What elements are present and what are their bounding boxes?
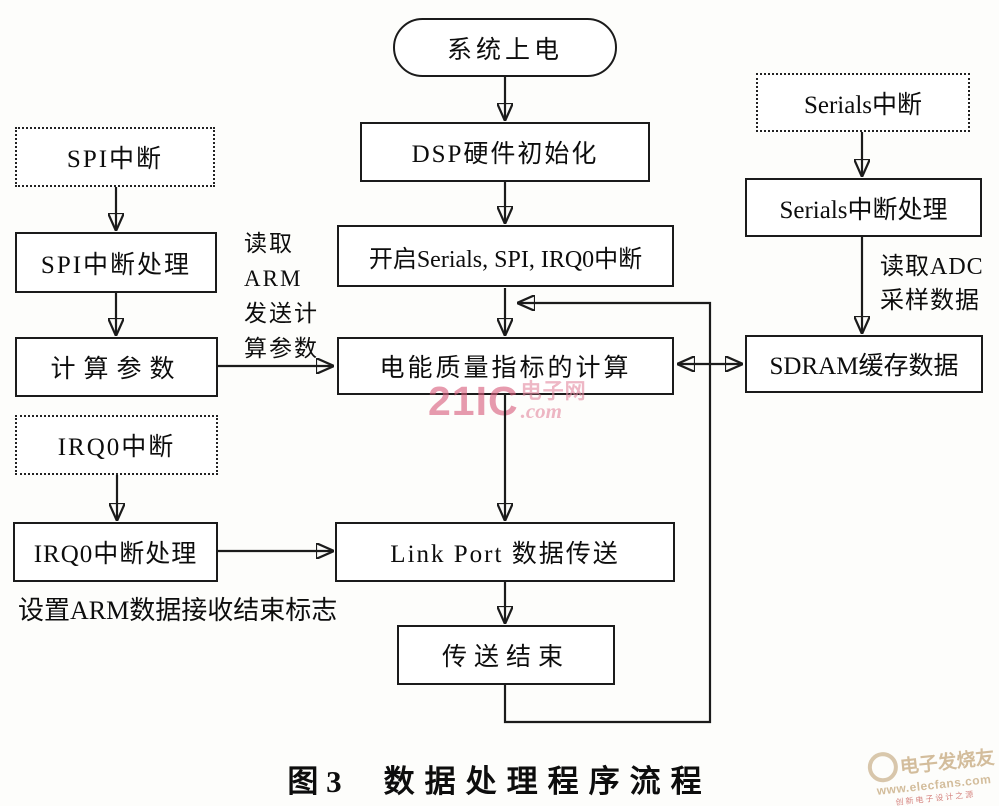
node-dsp-hw-init: DSP硬件初始化 [360, 122, 650, 182]
node-label: SPI中断处理 [40, 251, 192, 279]
node-label: SPI中断 [66, 146, 164, 173]
node-serials-interrupt: Serials中断 [756, 73, 970, 132]
label-read-adc-samples: 读取ADC 采样数据 [880, 250, 984, 318]
label-line: 发送计 [244, 301, 319, 326]
elecfans-ring-icon [866, 750, 900, 784]
watermark-21ic: 21IC 电子网 .com [428, 378, 587, 424]
watermark-elecfans-logo: 电子发烧友 www.elecfans.com 创新电子设计之源 [866, 740, 999, 806]
node-calc-parameters: 计算参数 [15, 337, 218, 397]
label-line: 算参数 [244, 336, 319, 361]
label-set-arm-receive-flag: 设置ARM数据接收结束标志 [18, 596, 337, 626]
node-label: 开启Serials, SPI, IRQ0中断 [368, 246, 643, 273]
node-sdram-buffer: SDRAM缓存数据 [745, 335, 983, 393]
watermark-21ic-text: 21IC [428, 378, 519, 424]
label-read-arm-params: 读取 ARM 发送计 算参数 [244, 226, 319, 366]
node-link-port-transfer: Link Port 数据传送 [335, 522, 675, 582]
node-label: DSP硬件初始化 [411, 141, 599, 168]
watermark-com-text: .com [520, 399, 563, 423]
node-irq0-interrupt: IRQ0中断 [15, 415, 218, 475]
figure-number: 图 3 [287, 764, 342, 799]
node-label: 传送结束 [441, 644, 570, 671]
label-line: 读取 [244, 231, 294, 256]
node-label: Link Port 数据传送 [390, 541, 620, 568]
node-label: SDRAM缓存数据 [769, 353, 959, 380]
node-label: IRQ0中断 [57, 434, 176, 461]
node-label: Serials中断处理 [779, 196, 948, 224]
figure-caption: 图 3 数据处理程序流程 [0, 756, 999, 801]
label-line: 设置ARM数据接收结束标志 [18, 596, 338, 625]
node-label: IRQ0中断处理 [33, 541, 198, 568]
node-serials-interrupt-handler: Serials中断处理 [745, 178, 982, 237]
node-spi-interrupt-handler: SPI中断处理 [15, 232, 217, 293]
node-system-power-on: 系统上电 [393, 18, 617, 77]
label-line: 读取ADC [880, 254, 984, 280]
label-line: ARM [244, 266, 303, 291]
node-label: Serials中断 [803, 91, 923, 119]
node-enable-interrupts: 开启Serials, SPI, IRQ0中断 [337, 225, 674, 287]
node-irq0-interrupt-handler: IRQ0中断处理 [13, 522, 218, 582]
node-spi-interrupt: SPI中断 [15, 127, 215, 187]
node-label: 系统上电 [446, 36, 563, 64]
figure-title: 数据处理程序流程 [383, 764, 712, 799]
label-line: 采样数据 [880, 288, 980, 314]
node-label: 计算参数 [50, 356, 183, 383]
node-transfer-end: 传送结束 [397, 625, 615, 685]
